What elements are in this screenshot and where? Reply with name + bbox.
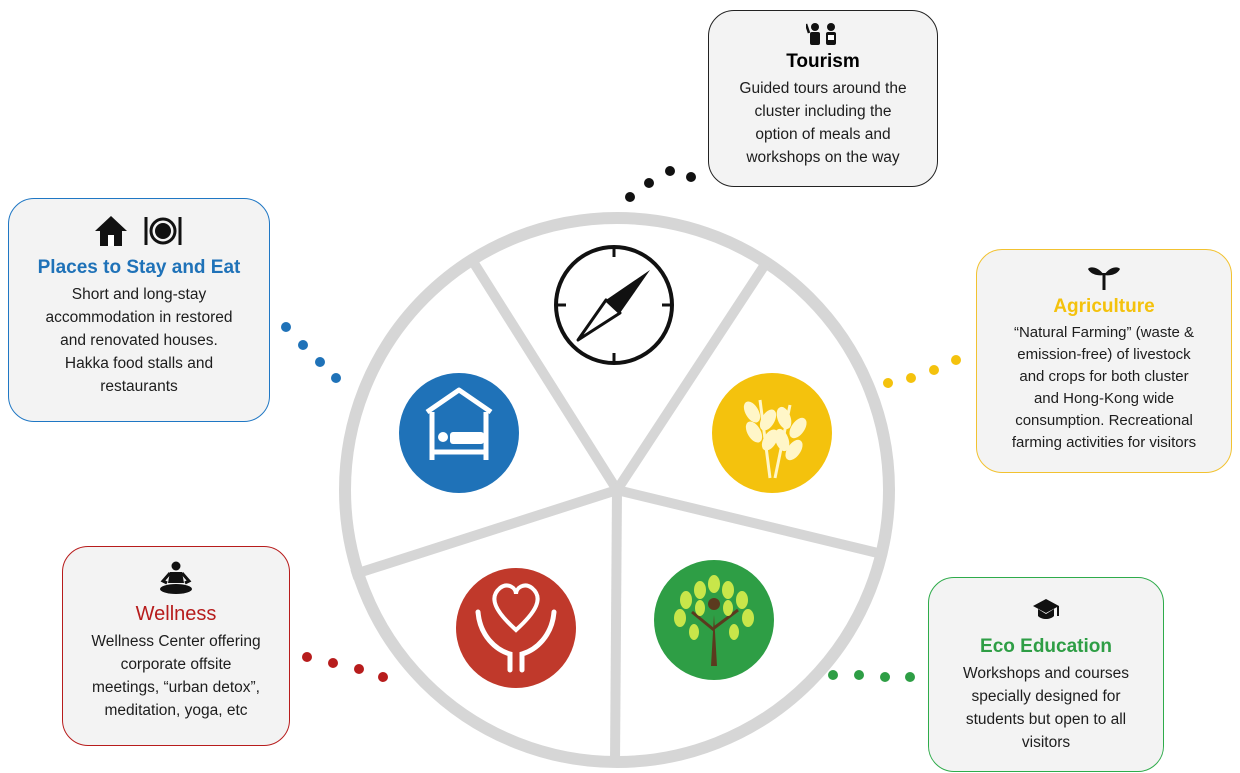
connector-dot [644, 178, 654, 188]
connector-dot [854, 670, 864, 680]
wheat-icon [712, 373, 832, 493]
description-line: cluster including the [754, 103, 892, 120]
description-line: farming activities for visitors [1011, 434, 1197, 451]
wheel-ring [339, 212, 895, 768]
connector-dot [625, 192, 635, 202]
connector-dot [686, 172, 696, 182]
tourism-description: Guided tours around the cluster includin… [719, 77, 927, 169]
connector-dot [906, 373, 916, 383]
tour-guide-icon [806, 23, 836, 45]
connector-dot [828, 670, 838, 680]
connector-dot [905, 672, 915, 682]
agriculture-title: Agriculture [1053, 296, 1155, 317]
connector-dot [281, 322, 291, 332]
wellness-title: Wellness [135, 603, 217, 625]
wellness-description: Wellness Center offering corporate offsi… [73, 630, 279, 722]
description-line: and Hong-Kong wide [1033, 390, 1175, 407]
connector-dot [929, 365, 939, 375]
stay-description: Short and long-stay accommodation in res… [19, 283, 259, 398]
description-line: students but open to all [965, 711, 1127, 728]
bed-icon [399, 373, 519, 493]
connector-dot [302, 652, 312, 662]
description-line: and renovated houses. [60, 332, 218, 349]
connector-dot [880, 672, 890, 682]
stay-title: Places to Stay and Eat [37, 257, 241, 278]
graduation-cap-icon [1033, 599, 1059, 619]
description-line: Guided tours around the [739, 80, 907, 97]
description-line: consumption. Recreational [1015, 412, 1193, 429]
description-line: visitors [1021, 734, 1071, 751]
description-line: and crops for both cluster [1019, 368, 1189, 385]
description-line: accommodation in restored [45, 309, 233, 326]
description-line: meditation, yoga, etc [104, 702, 248, 719]
stay-and-eat-card: Places to Stay and Eat Short and long-st… [8, 198, 270, 422]
description-line: emission-free) of livestock [1017, 346, 1191, 363]
connector-dot [331, 373, 341, 383]
connector-dot [883, 378, 893, 388]
plate-cutlery-icon [144, 217, 182, 245]
eco-education-card: Eco Education Workshops and courses spec… [928, 577, 1164, 772]
heart-hands-icon [456, 568, 576, 688]
description-line: meetings, “urban detox”, [91, 679, 260, 696]
description-line: option of meals and [755, 126, 891, 143]
connector-dot [354, 664, 364, 674]
connector-dot [951, 355, 961, 365]
agriculture-card: Agriculture “Natural Farming” (waste & e… [976, 249, 1232, 473]
house-icon [95, 216, 127, 246]
sprout-icon [1088, 267, 1120, 290]
tourism-title: Tourism [786, 51, 860, 72]
meditation-icon [160, 561, 192, 594]
connector-dot [298, 340, 308, 350]
description-line: specially designed for [971, 688, 1121, 705]
description-line: Short and long-stay [71, 286, 207, 303]
eco-description: Workshops and courses specially designed… [939, 662, 1153, 754]
connector-dot [378, 672, 388, 682]
description-line: “Natural Farming” (waste & [1013, 324, 1195, 341]
tree-icon [654, 560, 774, 680]
connector-dot [315, 357, 325, 367]
description-line: Workshops and courses [963, 665, 1129, 682]
description-line: corporate offsite [120, 656, 232, 673]
tourism-card: Tourism Guided tours around the cluster … [708, 10, 938, 187]
compass-icon [554, 245, 674, 365]
agriculture-description: “Natural Farming” (waste & emission-free… [987, 322, 1221, 454]
description-line: workshops on the way [746, 149, 900, 166]
description-line: Hakka food stalls and [64, 355, 214, 372]
eco-title: Eco Education [980, 636, 1112, 657]
wellness-card: Wellness Wellness Center offering corpor… [62, 546, 290, 746]
connector-dot [328, 658, 338, 668]
description-line: restaurants [100, 378, 178, 395]
description-line: Wellness Center offering [91, 633, 261, 650]
connector-dot [665, 166, 675, 176]
